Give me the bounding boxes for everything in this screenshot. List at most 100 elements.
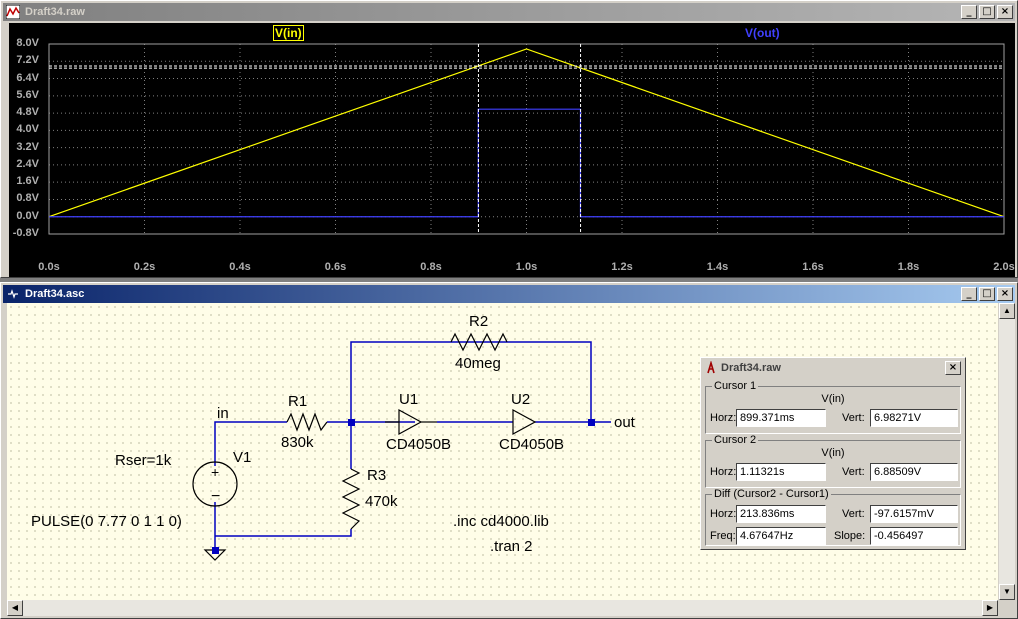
diff-freq-label: Freq:	[710, 530, 736, 542]
cursor2-title: Cursor 2	[712, 434, 759, 446]
label-r3[interactable]: R3	[367, 467, 387, 484]
value-u1[interactable]: CD4050B	[386, 436, 452, 453]
y-tick-label: 5.6V	[16, 88, 39, 101]
schematic-icon	[6, 287, 20, 301]
buffer-u2	[512, 408, 537, 436]
label-v1[interactable]: V1	[233, 449, 252, 466]
cursor1-horz-field[interactable]: 899.371ms	[736, 409, 826, 427]
scroll-down-button[interactable]: ▼	[999, 584, 1015, 600]
trace-label-vout[interactable]: V(out)	[745, 26, 780, 40]
cursor2-horz-field[interactable]: 1.11321s	[736, 463, 826, 481]
y-tick-label: 6.4V	[16, 71, 39, 84]
plot-window-titlebar[interactable]: Draft34.raw _ □ ×	[3, 3, 1015, 21]
cursor1-title: Cursor 1	[712, 380, 759, 392]
voltage-source-v1	[192, 461, 238, 507]
x-tick-label: 1.8s	[897, 261, 920, 273]
vertical-scrollbar[interactable]: ▲ ▼	[999, 303, 1015, 600]
x-tick-label: 0.4s	[229, 261, 251, 273]
x-tick-label: 0.2s	[133, 261, 156, 273]
trace-label-vin[interactable]: V(in)	[273, 25, 304, 41]
value-u2[interactable]: CD4050B	[499, 436, 565, 453]
label-r1[interactable]: R1	[288, 393, 308, 410]
cursor2-trace: V(in)	[821, 447, 845, 459]
diff-title: Diff (Cursor2 - Cursor1)	[712, 488, 831, 500]
scroll-left-button[interactable]: ◀	[7, 600, 23, 616]
cursor-window-titlebar[interactable]: Draft34.raw ×	[703, 360, 963, 376]
x-tick-label: 0.6s	[324, 261, 347, 273]
cursor1-trace: V(in)	[821, 393, 845, 405]
cursor1-horz-label: Horz:	[710, 412, 737, 424]
label-u2[interactable]: U2	[511, 391, 531, 408]
x-tick-label: 2.0s	[993, 261, 1015, 273]
net-label-in[interactable]: in	[217, 405, 229, 422]
cursor-window-title: Draft34.raw	[721, 362, 781, 374]
y-tick-label: 7.2V	[16, 54, 39, 67]
maximize-button[interactable]: □	[979, 5, 995, 19]
junction-dot	[588, 419, 595, 426]
horizontal-scrollbar[interactable]: ◀ ▶	[7, 600, 998, 616]
plus-sign: +	[211, 464, 219, 480]
cursor1-group: Cursor 1 V(in) Horz: 899.371ms Vert: 6.9…	[705, 380, 961, 434]
y-tick-label: 3.2V	[16, 140, 39, 153]
scroll-up-button[interactable]: ▲	[999, 303, 1015, 319]
trace-vout	[49, 108, 1004, 218]
y-tick-label: 4.8V	[16, 106, 39, 119]
scroll-right-button[interactable]: ▶	[982, 600, 998, 616]
cursor2-vert-field[interactable]: 6.88509V	[870, 463, 958, 481]
wire	[214, 421, 287, 443]
junction-dot	[348, 419, 355, 426]
waveform-icon	[6, 5, 20, 19]
net-label-out[interactable]: out	[614, 414, 635, 431]
y-tick-label: 0.8V	[16, 192, 39, 205]
plot-frame	[48, 43, 1005, 235]
resistor-r3	[341, 468, 361, 530]
close-button[interactable]: ×	[945, 361, 961, 375]
plot-window-title: Draft34.raw	[25, 6, 85, 18]
close-button[interactable]: ×	[997, 5, 1013, 19]
waveform-chart[interactable]	[9, 23, 1015, 277]
cursor1-vert-label: Vert:	[842, 412, 865, 424]
cursor1-vert-field[interactable]: 6.98271V	[870, 409, 958, 427]
diff-group: Diff (Cursor2 - Cursor1) Horz: 213.836ms…	[705, 488, 961, 546]
diff-horz-label: Horz:	[710, 508, 737, 520]
value-r3[interactable]: 470k	[365, 493, 398, 510]
diff-slope-label: Slope:	[834, 530, 866, 542]
diff-horz-field[interactable]: 213.836ms	[736, 505, 826, 523]
y-tick-label: 8.0V	[16, 37, 39, 49]
directive-tran[interactable]: .tran 2	[490, 538, 533, 555]
resistor-r2	[450, 332, 508, 352]
x-tick-label: 1.2s	[611, 261, 633, 273]
y-tick-label: 1.6V	[16, 175, 39, 188]
diff-slope-field[interactable]: -0.456497	[870, 527, 958, 545]
minimize-button[interactable]: _	[961, 287, 977, 301]
wire	[350, 341, 592, 422]
close-button[interactable]: ×	[997, 287, 1013, 301]
maximize-button[interactable]: □	[979, 287, 995, 301]
y-tick-label: 4.0V	[16, 123, 39, 136]
value-pulse[interactable]: PULSE(0 7.77 0 1 1 0)	[31, 513, 182, 530]
wire	[215, 529, 352, 537]
minus-sign: −	[211, 488, 220, 505]
schematic-window-title: Draft34.asc	[25, 288, 85, 300]
junction-dot	[212, 547, 219, 554]
cursor-window[interactable]: Draft34.raw × Cursor 1 V(in) Horz: 899.3…	[700, 357, 966, 550]
diff-freq-field[interactable]: 4.67647Hz	[736, 527, 826, 545]
cursor2-vert-label: Vert:	[842, 466, 865, 478]
value-rser[interactable]: Rser=1k	[115, 452, 172, 469]
label-u1[interactable]: U1	[399, 391, 419, 408]
value-r1[interactable]: 830k	[281, 434, 314, 451]
directive-inc[interactable]: .inc cd4000.lib	[453, 513, 549, 530]
schematic-window-titlebar[interactable]: Draft34.asc _ □ ×	[3, 285, 1015, 303]
diff-vert-label: Vert:	[842, 508, 865, 520]
resistor-r1	[286, 412, 328, 432]
cursor-app-icon	[707, 361, 715, 374]
x-tick-label: 1.6s	[802, 261, 824, 273]
label-r2[interactable]: R2	[469, 313, 489, 330]
schematic-drawing[interactable]: + −	[7, 303, 998, 600]
diff-vert-field[interactable]: -97.6157mV	[870, 505, 958, 523]
minimize-button[interactable]: _	[961, 5, 977, 19]
y-tick-label: 0.0V	[16, 209, 39, 222]
value-r2[interactable]: 40meg	[455, 355, 501, 372]
